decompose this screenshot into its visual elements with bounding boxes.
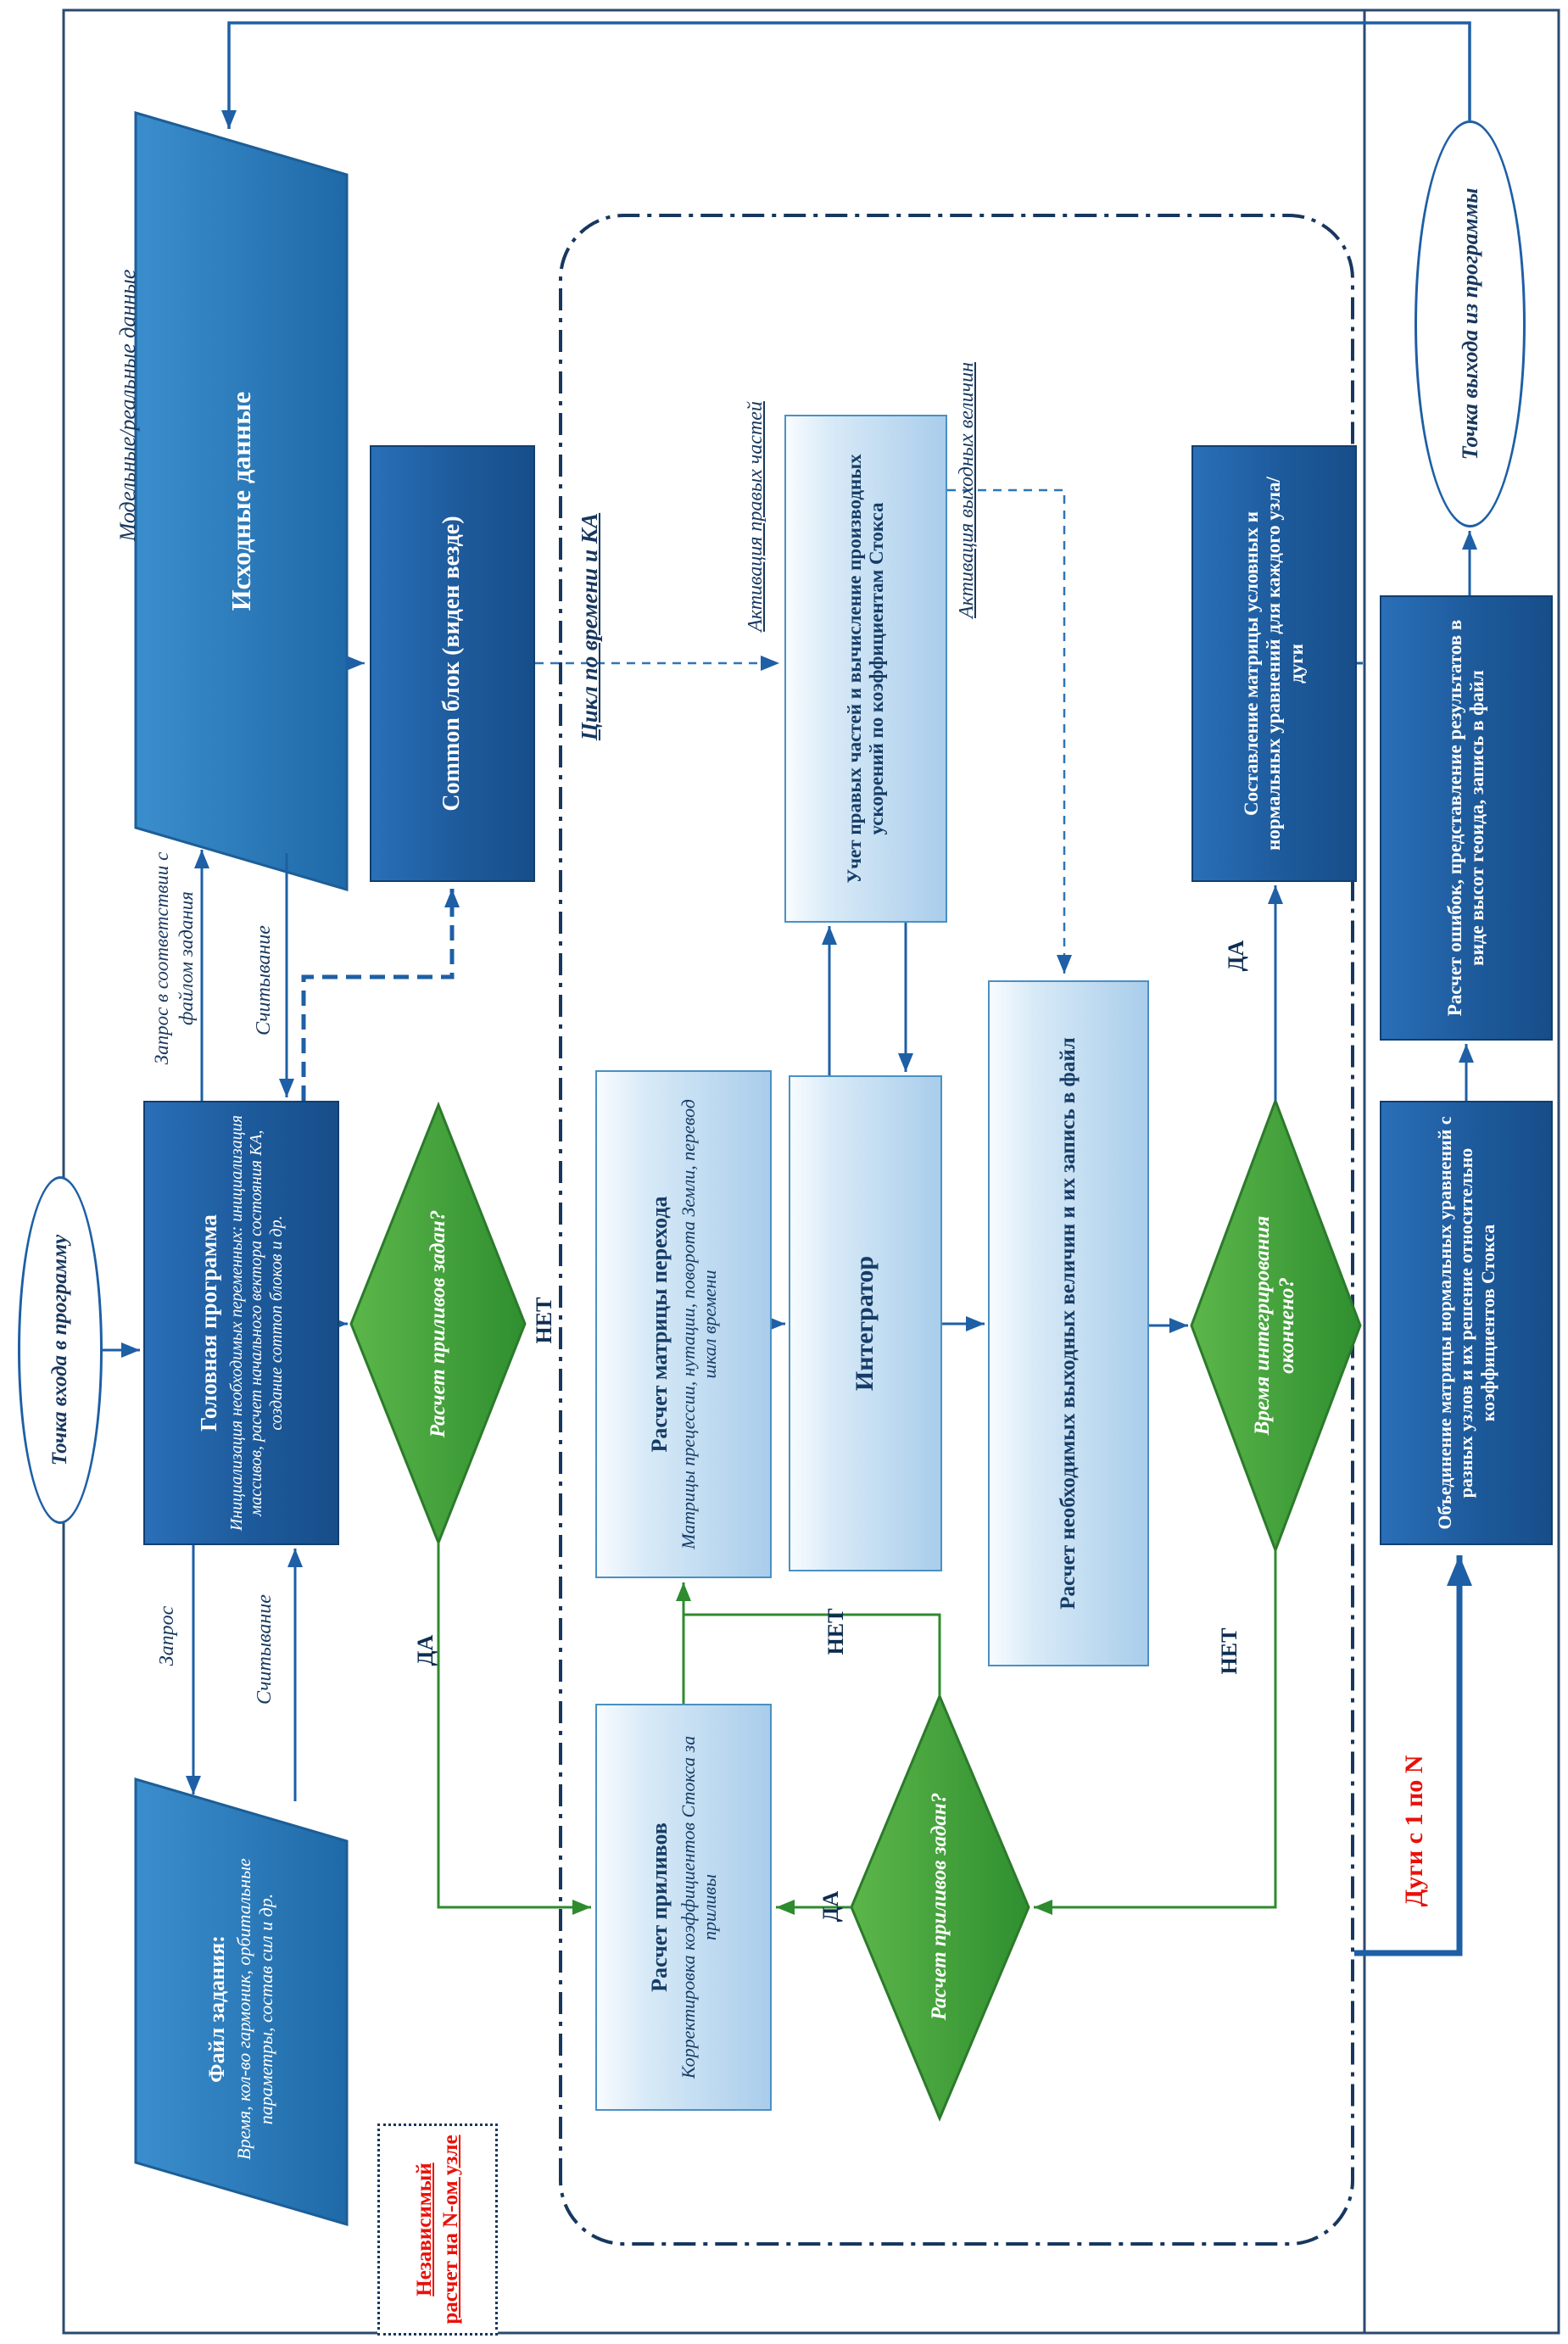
rhs-label: Учет правых частей и вычисление производ… <box>843 454 887 884</box>
errors-box: Расчет ошибок, представление результатов… <box>1380 595 1553 1041</box>
independent-node-text: Независимый расчет на N-ом узле <box>412 2135 462 2324</box>
errors-label: Расчет ошибок, представление результатов… <box>1443 619 1487 1017</box>
tides-q2-label: Расчет приливов задан? <box>927 1792 951 2021</box>
edge-q1-tides-yes <box>437 1543 591 1915</box>
transition-matrix-box: Расчет матрицы перехода Матрицы прецесси… <box>595 1070 772 1578</box>
rhs-box: Учет правых частей и вычисление производ… <box>784 415 947 923</box>
task-file-parallelogram: Файл задания: Время, кол-во гармоник, ор… <box>146 1822 337 2196</box>
q2-yes-label: ДА <box>818 1890 843 1923</box>
time-q-label: Время интегрирования окончено? <box>1251 1215 1298 1436</box>
activation-rhs-label: Активация правых частей <box>745 401 767 632</box>
tides-q1-label: Расчет приливов задан? <box>426 1209 449 1438</box>
exit-label: Точка выхода из программы <box>1457 187 1482 460</box>
edge-timeq-q2-no <box>1034 1550 1277 1915</box>
outputs-label: Расчет необходимых выходных величин и их… <box>1056 1037 1080 1610</box>
task-file-subtitle: Время, кол-во гармоник, орбитальные пара… <box>233 1858 277 2160</box>
input-data-parallelogram: Исходные данные <box>136 175 347 828</box>
outer-frame <box>62 8 1560 2335</box>
entry-terminator: Точка входа в программу <box>18 1176 103 1524</box>
request-left-label: Запрос <box>156 1605 178 1666</box>
transition-title: Расчет матрицы перехода <box>646 1196 672 1453</box>
input-data-label: Исходные данные <box>226 391 257 611</box>
equations-box: Составление матрицы условных и нормальны… <box>1191 445 1357 882</box>
edge-main-common-dashed <box>301 889 460 1101</box>
request-right-label: Запрос в соответствии с файлом задания <box>151 851 197 1065</box>
transition-subtitle: Матрицы прецессии, нутации, поворота Зем… <box>677 1099 720 1549</box>
q1-no-label: НЕТ <box>532 1297 556 1344</box>
time-q-diamond <box>1190 1097 1362 1554</box>
cycle-region-label: Цикл по времени и КА <box>577 512 603 741</box>
cycle-region-border <box>559 214 1354 2246</box>
read-right-label: Считывание <box>253 925 275 1035</box>
tides-title: Расчет приливов <box>646 1822 672 1992</box>
tides-box: Расчет приливов Корректировка коэффициен… <box>595 1704 772 2111</box>
q1-yes-label: ДА <box>413 1634 438 1666</box>
equations-label: Составление матрицы условных и нормальны… <box>1240 477 1307 851</box>
activation-outputs-label: Активация выходных величин <box>956 362 978 618</box>
edge-q2-no-bypass <box>684 1613 941 1696</box>
common-block-label: Common блок (виден везде) <box>438 516 466 812</box>
edge-feedback-border <box>221 21 1471 129</box>
main-program-box: Головная программа Инициализация необход… <box>143 1101 339 1545</box>
entry-label: Точка входа в программу <box>47 1234 71 1466</box>
main-program-title: Головная программа <box>195 1214 221 1432</box>
integrator-label: Интегратор <box>851 1255 879 1392</box>
merge-box: Объединение матрицы нормальных уравнений… <box>1380 1101 1553 1545</box>
exit-terminator: Точка выхода из программы <box>1415 120 1526 527</box>
edge-arcs-merge-thick <box>1354 1555 1472 1956</box>
edge-rhs-outputs-dashed <box>947 488 1072 974</box>
integrator-box: Интегратор <box>789 1075 942 1571</box>
q3-no-label: НЕТ <box>1217 1627 1242 1675</box>
input-data-shape <box>134 110 349 892</box>
q3-yes-label: ДА <box>1224 940 1248 972</box>
tides-subtitle: Корректировка коэффициентов Стокса за пр… <box>677 1735 720 2079</box>
task-file-title: Файл задания: <box>204 1935 230 2083</box>
main-program-subtitle: Инициализация необходимых переменных: ин… <box>226 1114 286 1532</box>
arcs-1-to-n-label: Дуги с 1 по N <box>1400 1755 1428 1907</box>
outputs-box: Расчет необходимых выходных величин и их… <box>988 980 1149 1666</box>
q2-no-label: НЕТ <box>823 1608 848 1655</box>
task-file-shape <box>134 1777 349 2227</box>
independent-node-note: Независимый расчет на N-ом узле <box>377 2124 498 2336</box>
tides-q2-diamond <box>850 1693 1030 2122</box>
tides-q1-diamond <box>349 1101 527 1547</box>
merge-label: Объединение матрицы нормальных уравнений… <box>1434 1116 1498 1530</box>
common-block-box: Common блок (виден везде) <box>370 445 535 882</box>
read-left-label: Считывание <box>254 1594 276 1705</box>
